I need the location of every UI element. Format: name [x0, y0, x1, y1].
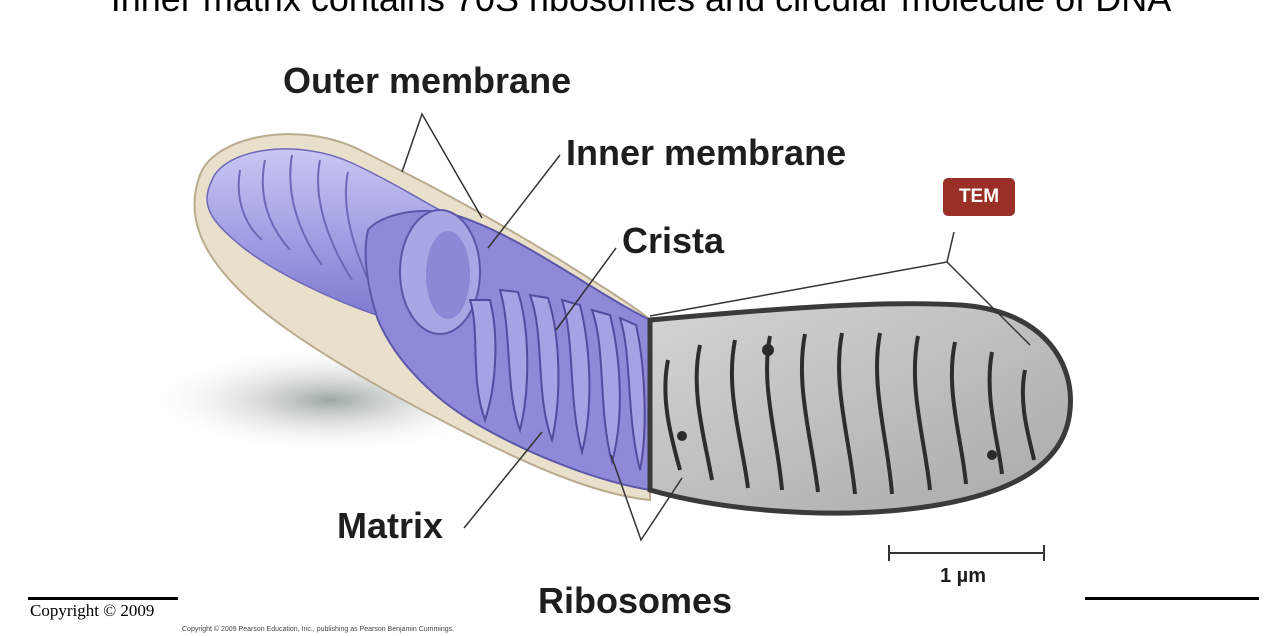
leader-lines: [401, 112, 1031, 542]
tem-cristae: [663, 332, 1036, 495]
scale-bar: [888, 545, 1045, 561]
label-ribosomes: Ribosomes: [538, 580, 733, 621]
label-outer-membrane: Outer membrane: [283, 60, 572, 101]
outer-membrane-leader: [401, 112, 483, 219]
label-inner-membrane: Inner membrane: [566, 132, 847, 173]
footer-rule-left: [28, 597, 178, 600]
copyright-full: Copyright © 2009 Pearson Education, Inc.…: [182, 626, 455, 633]
footer-rule-right: [1085, 597, 1259, 600]
label-crista: Crista: [622, 220, 725, 261]
crista-leader: [555, 247, 617, 331]
label-matrix: Matrix: [337, 505, 444, 546]
slide-heading: Inner matrix contains 70S ribosomes and …: [0, 0, 1282, 20]
tem-micrograph: [647, 301, 1073, 516]
cristae: [468, 288, 646, 471]
ribosomes-leader: [610, 454, 683, 542]
matrix-leader: [463, 431, 543, 529]
scale-bar-label: 1 µm: [940, 565, 986, 587]
inner-membrane-leader: [487, 154, 561, 249]
tem-badge: TEM: [943, 178, 1015, 216]
copyright-short: Copyright © 2009: [30, 601, 155, 620]
